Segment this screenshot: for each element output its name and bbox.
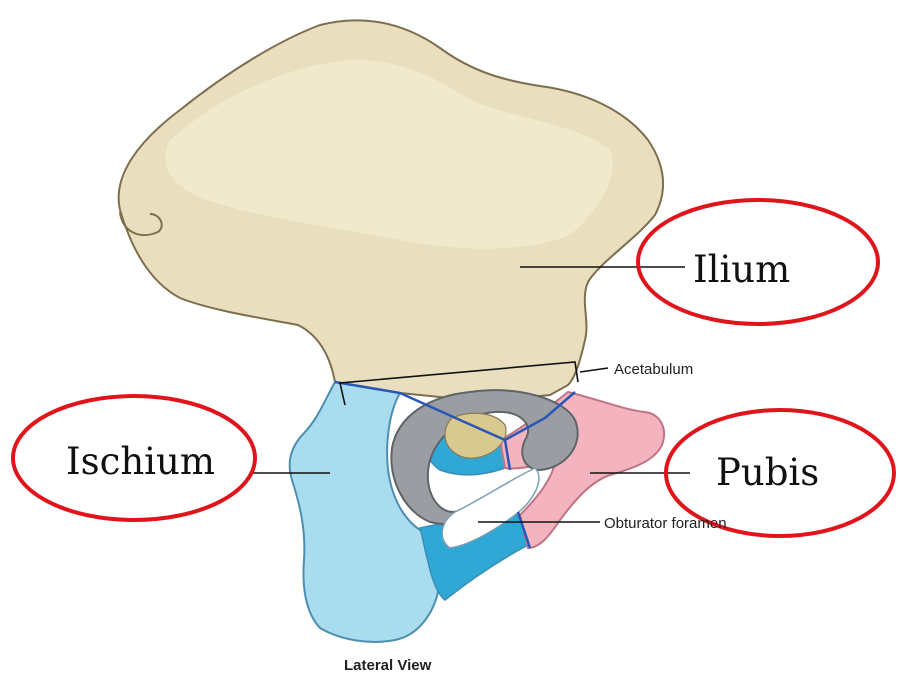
figure-caption: Lateral View	[344, 657, 432, 674]
pubis-label: Pubis	[716, 451, 819, 494]
ischium-label: Ischium	[66, 440, 215, 483]
acetabulum-label: Acetabulum	[614, 361, 693, 378]
obturator-foramen-label: Obturator foramen	[604, 515, 727, 532]
acetabulum-leader	[580, 368, 608, 372]
ilium-label: Ilium	[693, 248, 790, 291]
